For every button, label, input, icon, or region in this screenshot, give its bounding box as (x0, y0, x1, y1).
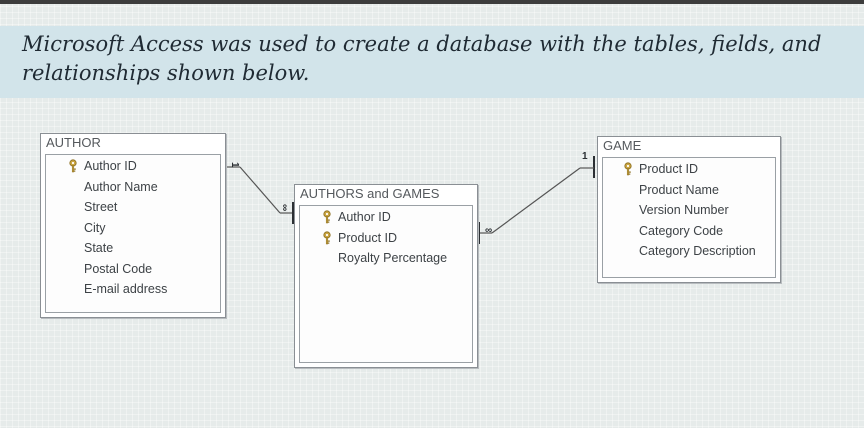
field-row[interactable]: Author ID (68, 157, 137, 175)
field-name: Author ID (84, 159, 137, 173)
authors-games-table-title: AUTHORS and GAMES (300, 186, 440, 201)
field-name: Author ID (338, 210, 391, 224)
field-row[interactable]: Street (84, 198, 117, 216)
question-banner (0, 26, 864, 98)
top-border (0, 0, 864, 4)
field-row[interactable]: City (84, 219, 106, 237)
game-link-line[interactable] (491, 167, 581, 234)
author-card-one: 1 (229, 162, 240, 168)
field-name: E-mail address (84, 282, 168, 296)
field-row[interactable]: Product Name (639, 181, 719, 199)
primary-key-icon (623, 162, 633, 176)
field-name: City (84, 220, 106, 235)
game-card-one: 1 (582, 151, 588, 162)
field-name: Category Description (639, 244, 756, 258)
ag-right-card-many: ∞ (485, 225, 492, 236)
field-row[interactable]: Category Description (639, 242, 756, 260)
field-row[interactable]: Category Code (639, 222, 723, 240)
field-name: Product ID (639, 162, 699, 176)
primary-key-icon (322, 230, 332, 245)
field-row[interactable]: State (84, 239, 113, 257)
field-row[interactable]: Royalty Percentage (338, 249, 447, 267)
field-name: Royalty Percentage (338, 251, 448, 265)
field-row[interactable]: Product ID (623, 160, 698, 178)
field-row[interactable]: Author ID (322, 208, 391, 226)
field-name: Version Number (639, 203, 729, 217)
field-row[interactable]: Postal Code (84, 260, 152, 278)
field-row[interactable]: Version Number (639, 201, 729, 219)
field-name: Street (84, 200, 118, 214)
game-table-title: GAME (603, 138, 642, 153)
primary-key-icon (322, 210, 332, 224)
field-row[interactable]: E-mail address (84, 280, 167, 298)
field-name: Author Name (84, 179, 158, 194)
authors-games-table[interactable]: AUTHORS and GAMES Author ID Product ID Roy… (294, 184, 478, 368)
author-link-line[interactable] (239, 166, 281, 214)
question-text: Microsoft Access was used to create a da… (22, 32, 822, 85)
author-table-title: AUTHOR (46, 135, 101, 150)
primary-key-icon (68, 159, 78, 173)
field-name: State (84, 241, 114, 255)
ag-left-card-many: ∞ (279, 204, 290, 211)
field-name: Category Code (639, 223, 724, 238)
field-row[interactable]: Product ID (322, 229, 397, 247)
field-row[interactable]: Author Name (84, 178, 158, 196)
field-name: Postal Code (84, 261, 153, 276)
authors-games-field-list: Author ID Product ID Royalty Percentage (299, 205, 473, 363)
field-name: Product ID (338, 230, 398, 245)
field-name: Product Name (639, 182, 719, 197)
